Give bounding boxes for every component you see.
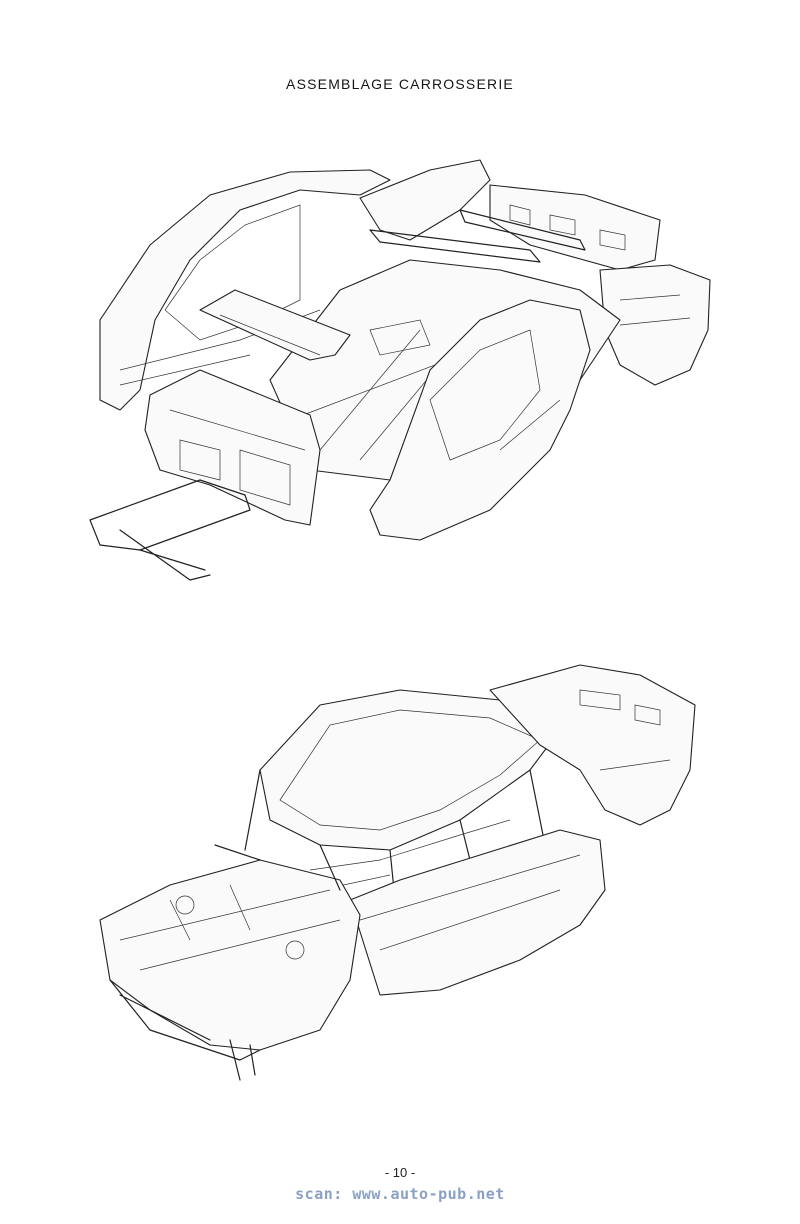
assembled-body-shell-svg (99, 664, 696, 1081)
page-number: - 10 - (384, 1165, 416, 1180)
exploded-body-assembly-svg (89, 159, 711, 581)
assembled-body-shell-drawing (60, 650, 740, 1090)
scan-credit: scan: www.auto-pub.net (295, 1185, 505, 1203)
exploded-body-assembly-drawing (60, 150, 740, 590)
page-title: ASSEMBLAGE CARROSSERIE (286, 76, 514, 92)
